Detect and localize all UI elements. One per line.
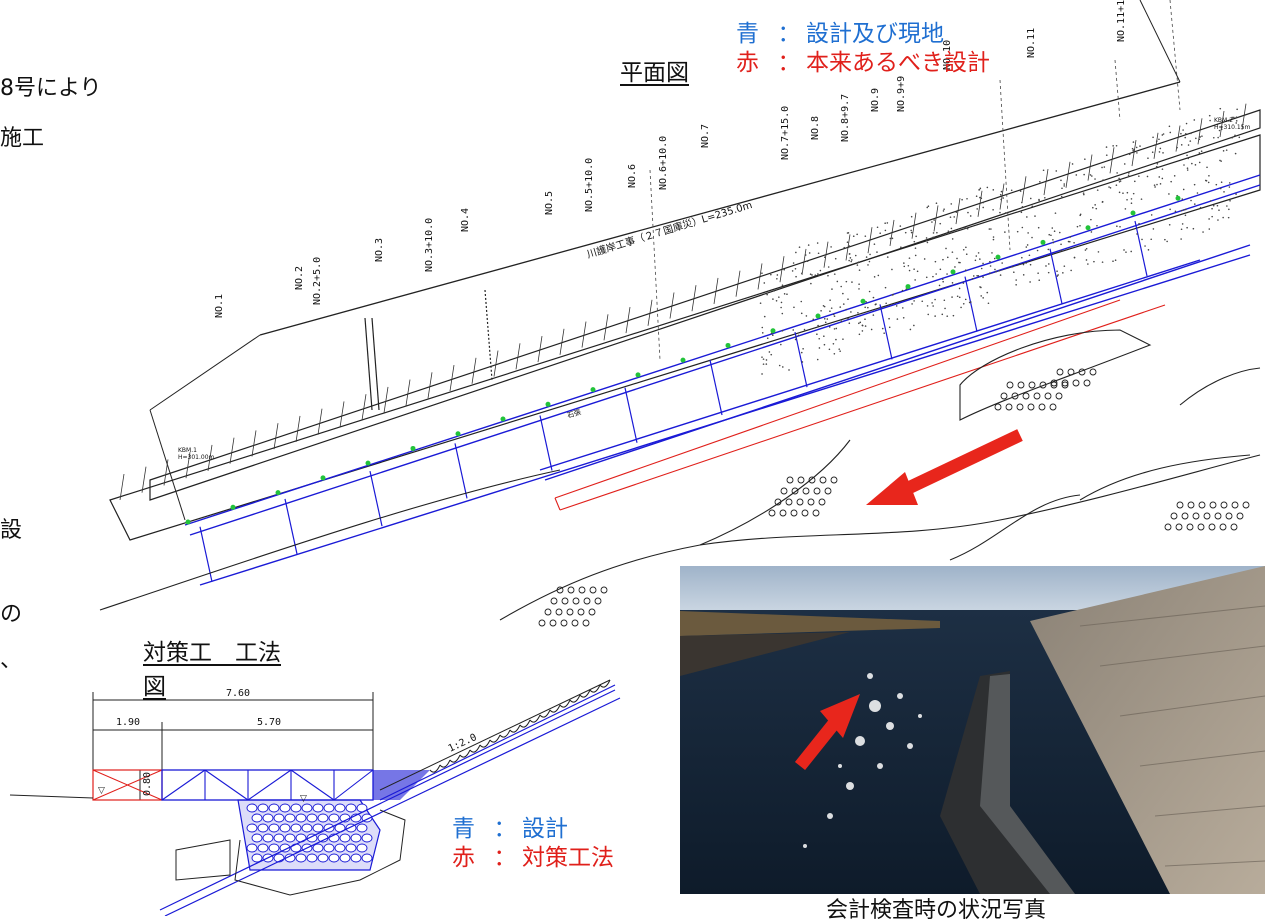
station-label-group: NO.1 NO.2 NO.2+5.0 NO.3 NO.3+10.0 NO.4 NO.5 NO.… bbox=[214, 0, 1127, 318]
svg-text:H=301.00m: H=301.00m bbox=[178, 454, 215, 461]
station-label: NO.7+15.0 bbox=[780, 106, 791, 160]
section-legend: 青 ： 設計 赤 ： 対策工法 bbox=[452, 818, 614, 870]
site-photo bbox=[680, 566, 1265, 894]
station-label: NO.6 bbox=[627, 164, 638, 188]
flow-arrow-plan bbox=[866, 435, 1020, 505]
station-label: NO.5+10.0 bbox=[584, 158, 595, 212]
station-label: NO.2 bbox=[294, 266, 305, 290]
bm-left-label: KBM.1 bbox=[178, 447, 197, 454]
design-cross-lines bbox=[200, 221, 1147, 582]
section-legend-blue: 青 ： 設計 bbox=[452, 818, 614, 841]
svg-text:▽: ▽ bbox=[98, 786, 105, 796]
plan-legend-red: 赤 ： 本来あるべき設計 bbox=[736, 52, 990, 75]
svg-text:H=310.15m: H=310.15m bbox=[1214, 124, 1251, 131]
station-label: NO.11+15.0 bbox=[1116, 0, 1127, 42]
station-label: NO.5 bbox=[544, 191, 555, 215]
station-label: NO.4 bbox=[460, 208, 471, 232]
slope-ratio: 1:2.0 bbox=[447, 732, 479, 755]
station-label: NO.3 bbox=[374, 238, 385, 262]
station-label: NO.8 bbox=[810, 116, 821, 140]
dim-left: 1.90 bbox=[116, 717, 140, 728]
section-legend-red: 赤 ： 対策工法 bbox=[452, 847, 614, 870]
station-label: NO.11 bbox=[1026, 28, 1037, 58]
section-title-line2: 図 bbox=[143, 676, 166, 699]
station-label: NO.6+10.0 bbox=[658, 136, 669, 190]
section-title-line1: 対策工 工法 bbox=[143, 642, 281, 665]
survey-points bbox=[186, 196, 1181, 525]
station-label: NO.9 bbox=[870, 88, 881, 112]
cross-section: ▽ ▽ 7.60 1.90 5.70 0.80 1:2.0 bbox=[10, 680, 620, 916]
design-lines-blue bbox=[185, 175, 1260, 585]
dim-total: 7.60 bbox=[226, 688, 250, 699]
station-label: NO.1 bbox=[214, 294, 225, 318]
block-stipple bbox=[760, 108, 1240, 375]
station-label: NO.7 bbox=[700, 124, 711, 148]
plan-legend: 青 ： 設計及び現地 赤 ： 本来あるべき設計 bbox=[736, 23, 990, 75]
frame-truss bbox=[162, 770, 373, 800]
plan-legend-blue: 青 ： 設計及び現地 bbox=[736, 23, 990, 46]
dim-right: 5.70 bbox=[257, 717, 281, 728]
dimension-lines bbox=[93, 692, 373, 800]
svg-text:▽: ▽ bbox=[300, 794, 307, 804]
photo-caption: 会計検査時の状況写真 bbox=[826, 900, 1046, 922]
levee-slope-band bbox=[110, 135, 1260, 540]
project-label: 川護岸工事（２７国庫災）L=235.0m bbox=[585, 198, 754, 261]
station-label: NO.2+5.0 bbox=[312, 257, 323, 305]
station-label: NO.3+10.0 bbox=[424, 218, 435, 272]
plan-title: 平面図 bbox=[620, 62, 689, 85]
dim-height: 0.80 bbox=[142, 772, 153, 796]
station-label: NO.9+9 bbox=[896, 76, 907, 112]
design-lines-red bbox=[555, 300, 1165, 510]
station-label: NO.8+9.7 bbox=[840, 94, 851, 142]
bm-right-label: KBM.2 bbox=[1214, 117, 1233, 124]
stone-label: 石張 bbox=[566, 408, 582, 420]
